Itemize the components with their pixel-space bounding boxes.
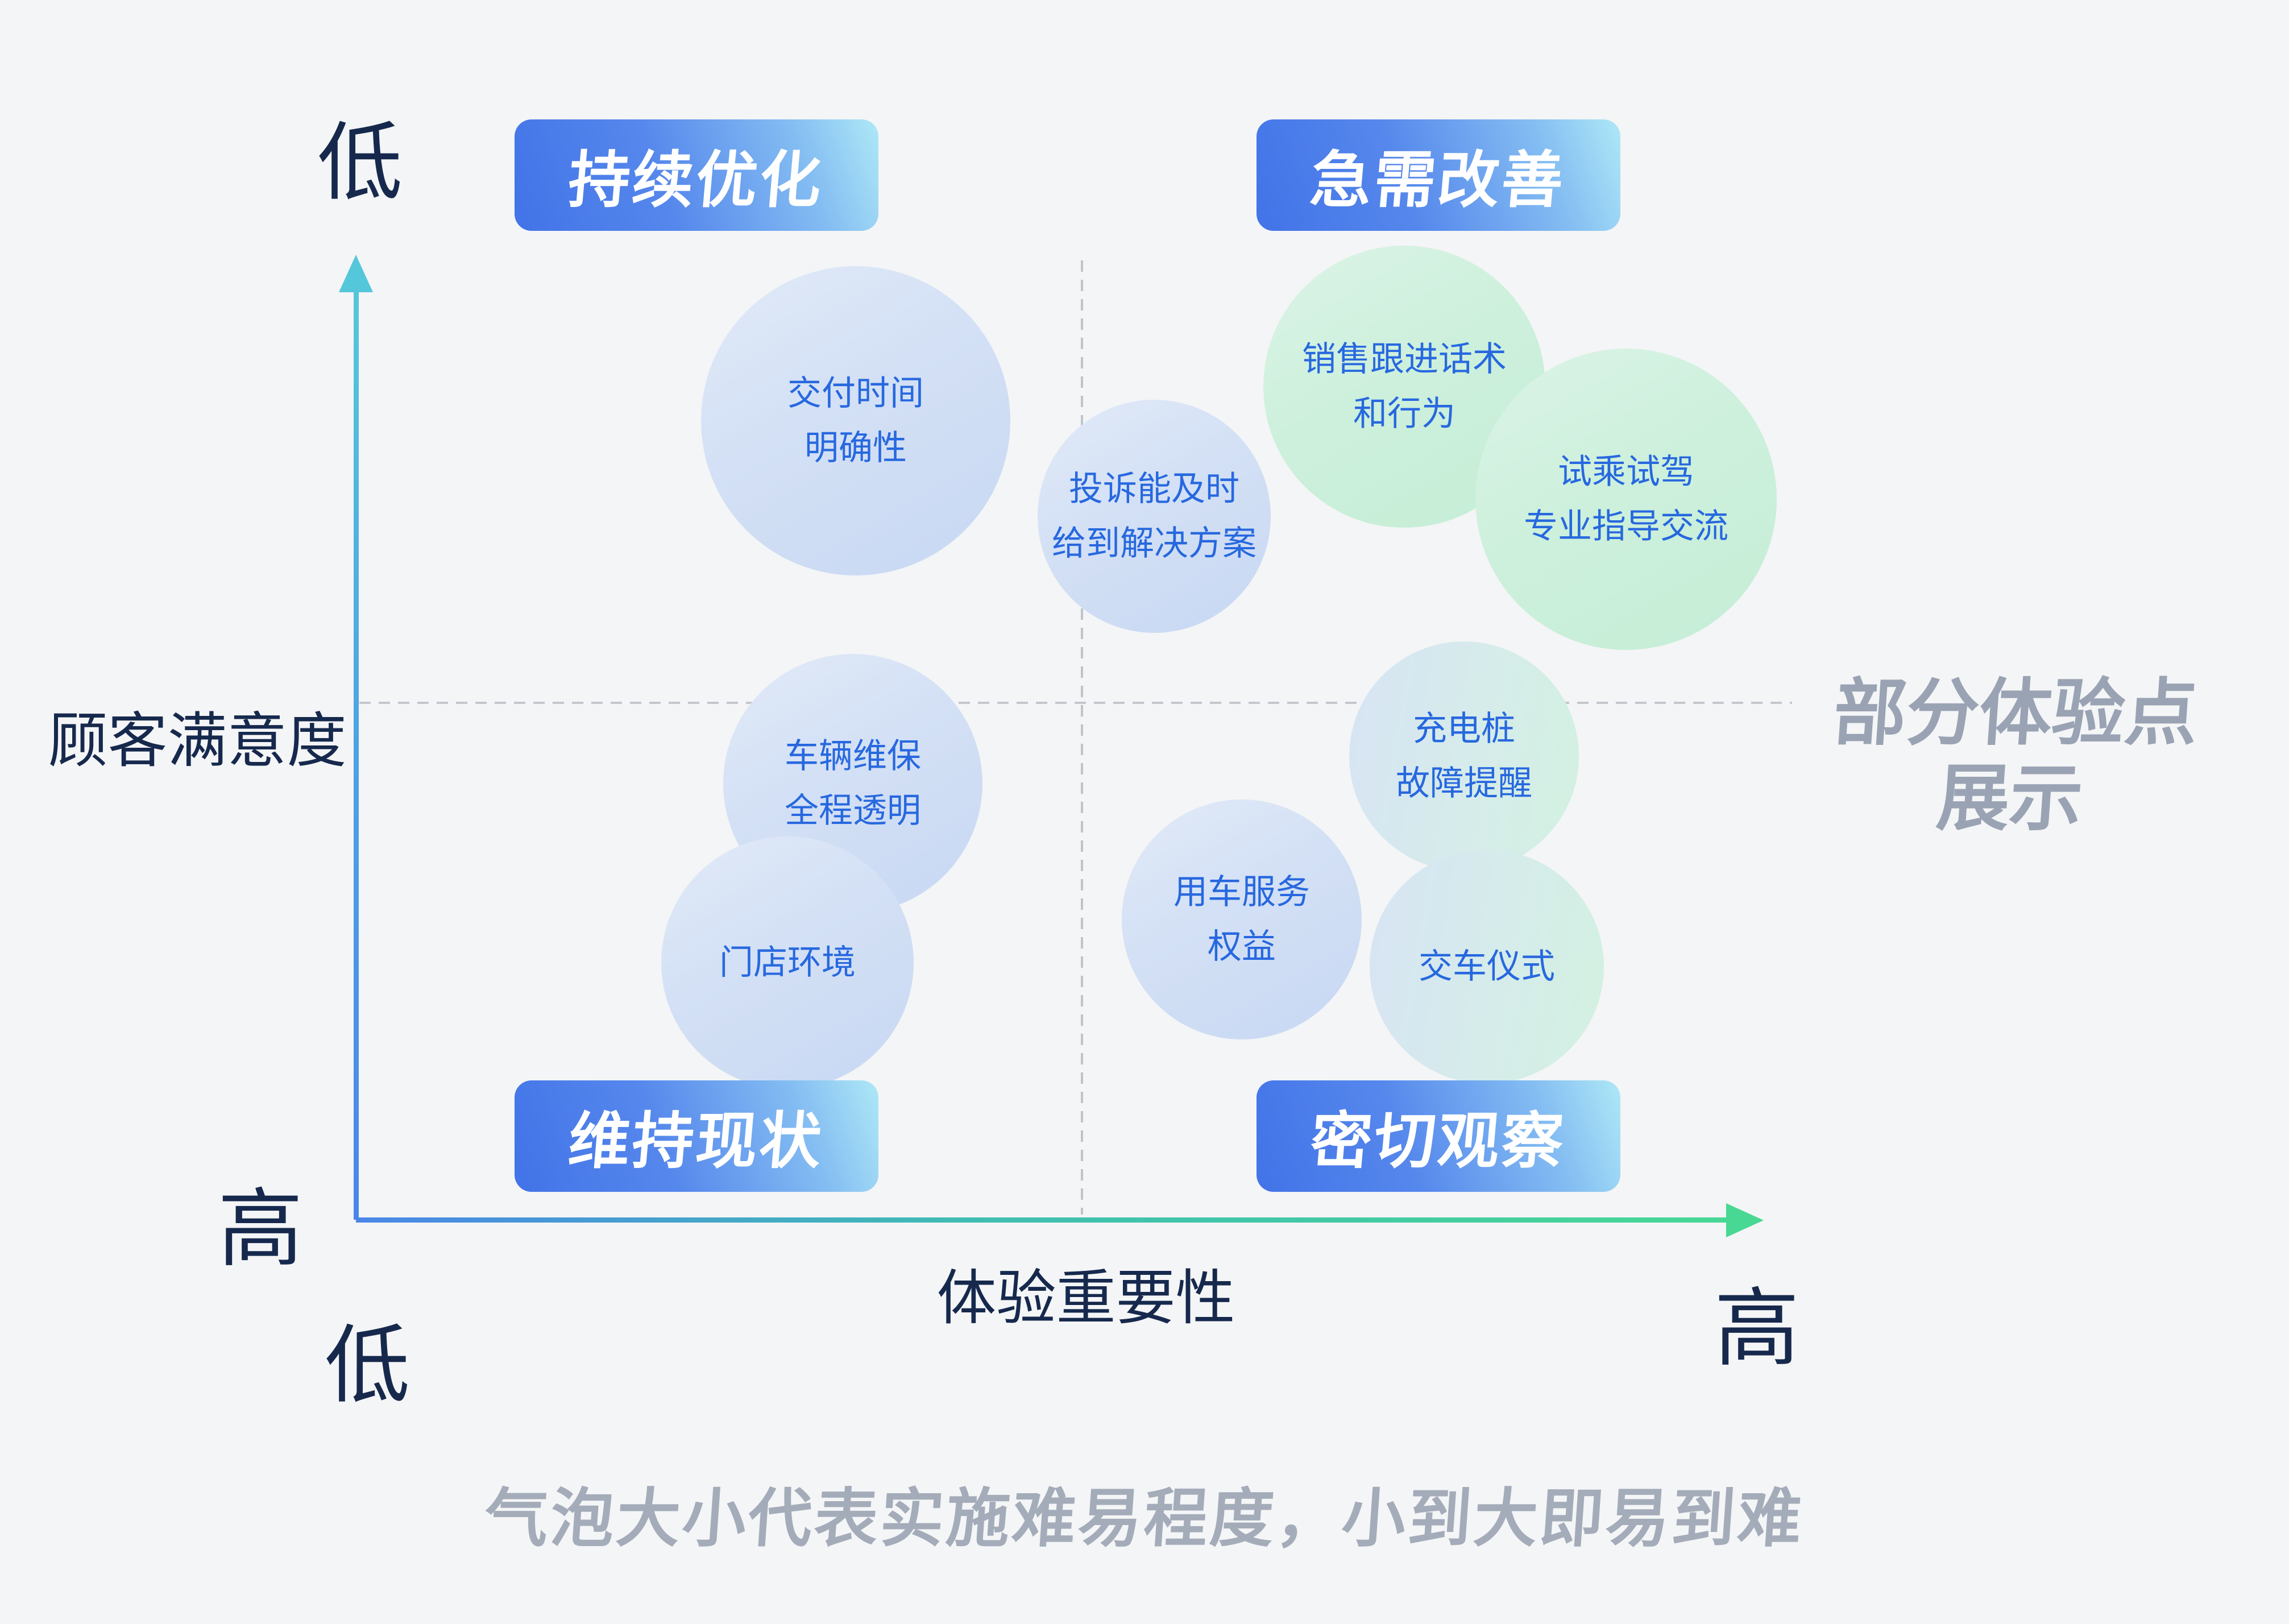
quadrant-label-text: 密切观察 xyxy=(1307,1107,1569,1175)
bubble-label-line: 明确性 xyxy=(805,429,907,467)
bubble-label-line: 试乘试驾 xyxy=(1558,453,1694,491)
bubble-label-line: 投诉能及时 xyxy=(1069,470,1239,508)
bubble-store-environment: 门店环境 xyxy=(661,836,914,1089)
side-note-line1: 部分体验点 xyxy=(1831,673,2201,754)
quadrant-label-text: 维持现状 xyxy=(565,1107,827,1175)
y-axis-top-label: 低 xyxy=(317,115,403,210)
bubble-label-line: 销售跟进话术 xyxy=(1302,340,1507,378)
y-axis-bottom-label: 高 xyxy=(217,1181,303,1277)
x-axis-right-label: 高 xyxy=(1714,1281,1799,1376)
bubble-label-line: 门店环境 xyxy=(719,943,856,981)
bubble-label-line: 交车仪式 xyxy=(1419,947,1555,985)
y-axis-title: 顾客满意度 xyxy=(48,708,347,774)
bubble-label-line: 车辆维保 xyxy=(785,737,921,775)
bubble-label-line: 给到解决方案 xyxy=(1052,524,1257,562)
vertical-divider-dashed-line xyxy=(1081,260,1083,1215)
quadrant-label-maintain-status-quo: 维持现状 xyxy=(515,1080,878,1192)
x-axis-line xyxy=(356,1217,1727,1223)
bubble-label-line: 充电桩 xyxy=(1413,710,1515,748)
quadrant-label-continuous-optimization: 持续优化 xyxy=(515,119,878,231)
bubble-label-line: 故障提醒 xyxy=(1396,764,1532,802)
quadrant-label-urgent-improvement: 急需改善 xyxy=(1257,119,1620,231)
bubble-label-line: 专业指导交流 xyxy=(1524,507,1728,545)
y-axis-line xyxy=(354,287,359,1220)
side-note-line2: 展示 xyxy=(1934,758,2085,839)
bubble-test-drive-professional-guidance: 试乘试驾 专业指导交流 xyxy=(1475,349,1777,650)
bubble-label-line: 权益 xyxy=(1208,927,1276,966)
bubble-label-line: 和行为 xyxy=(1353,395,1455,433)
side-note: 部分体验点 展示 xyxy=(1802,671,2224,842)
horizontal-divider-dashed-line xyxy=(359,702,1792,704)
x-axis-left-label: 低 xyxy=(324,1318,410,1413)
bubble-label-line: 全程透明 xyxy=(785,792,921,830)
quadrant-label-text: 持续优化 xyxy=(565,146,827,214)
y-axis-arrow-up-icon xyxy=(339,255,373,292)
bubble-size-caption: 气泡大小代表实施难易程度，小到大即易到难 xyxy=(482,1483,1806,1554)
bubble-charging-pile-fault-alert: 充电桩 故障提醒 xyxy=(1349,641,1579,871)
x-axis-arrow-right-icon xyxy=(1726,1203,1764,1237)
bubble-label-line: 用车服务 xyxy=(1173,873,1310,911)
bubble-delivery-time-clarity: 交付时间 明确性 xyxy=(701,266,1010,575)
x-axis-title: 体验重要性 xyxy=(936,1265,1235,1332)
bubble-delivery-ceremony: 交车仪式 xyxy=(1370,850,1604,1084)
quadrant-label-close-observation: 密切观察 xyxy=(1257,1080,1620,1192)
bubble-complaint-timely-solution: 投诉能及时 给到解决方案 xyxy=(1038,400,1271,633)
bubble-sales-followup-script-behavior: 销售跟进话术 和行为 xyxy=(1263,246,1545,528)
bubble-car-service-rights: 用车服务 权益 xyxy=(1122,799,1362,1039)
quadrant-label-text: 急需改善 xyxy=(1307,146,1569,214)
bubble-label-line: 交付时间 xyxy=(787,374,924,412)
